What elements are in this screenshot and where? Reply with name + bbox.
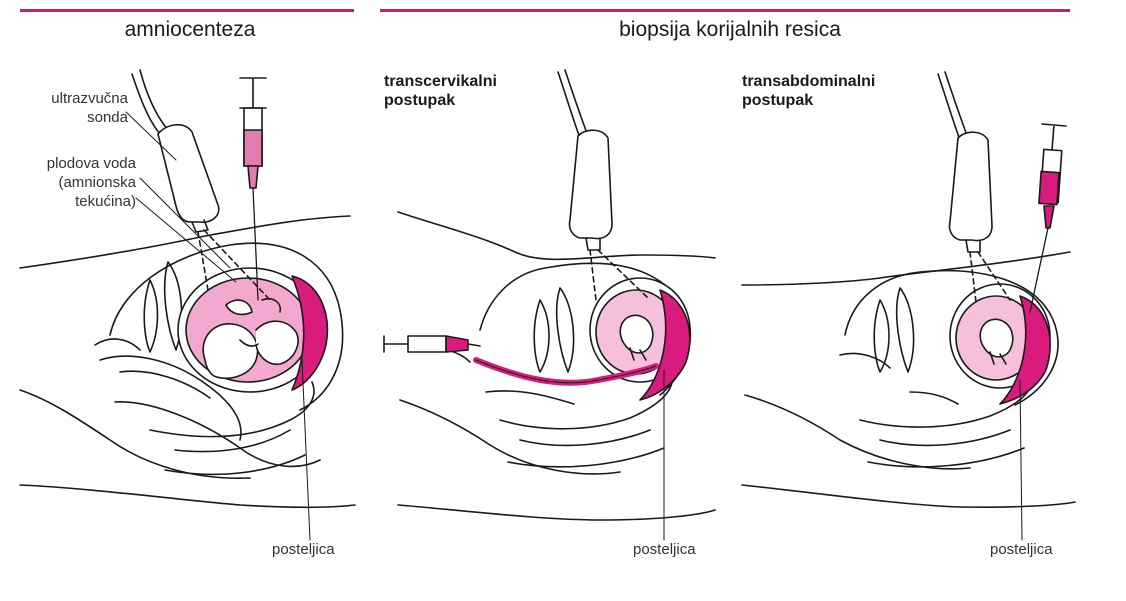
ta-body-outline <box>742 252 1070 285</box>
amnio-back-lower <box>20 485 355 507</box>
amnio-body-outline <box>20 216 350 268</box>
tc-probe-body <box>569 130 612 238</box>
tc-syringe-barrel <box>408 336 446 352</box>
amnio-probe-cable <box>140 70 168 130</box>
amnio-probe-body <box>158 125 219 223</box>
transcervical-panel <box>384 70 715 540</box>
tc-body-outline <box>398 212 715 259</box>
amnio-fetus <box>203 324 257 378</box>
amnio-panel <box>20 70 355 540</box>
ta-probe-body <box>949 132 992 240</box>
amnio-syringe-plunger <box>240 78 266 108</box>
transabdominal-panel <box>742 72 1075 540</box>
